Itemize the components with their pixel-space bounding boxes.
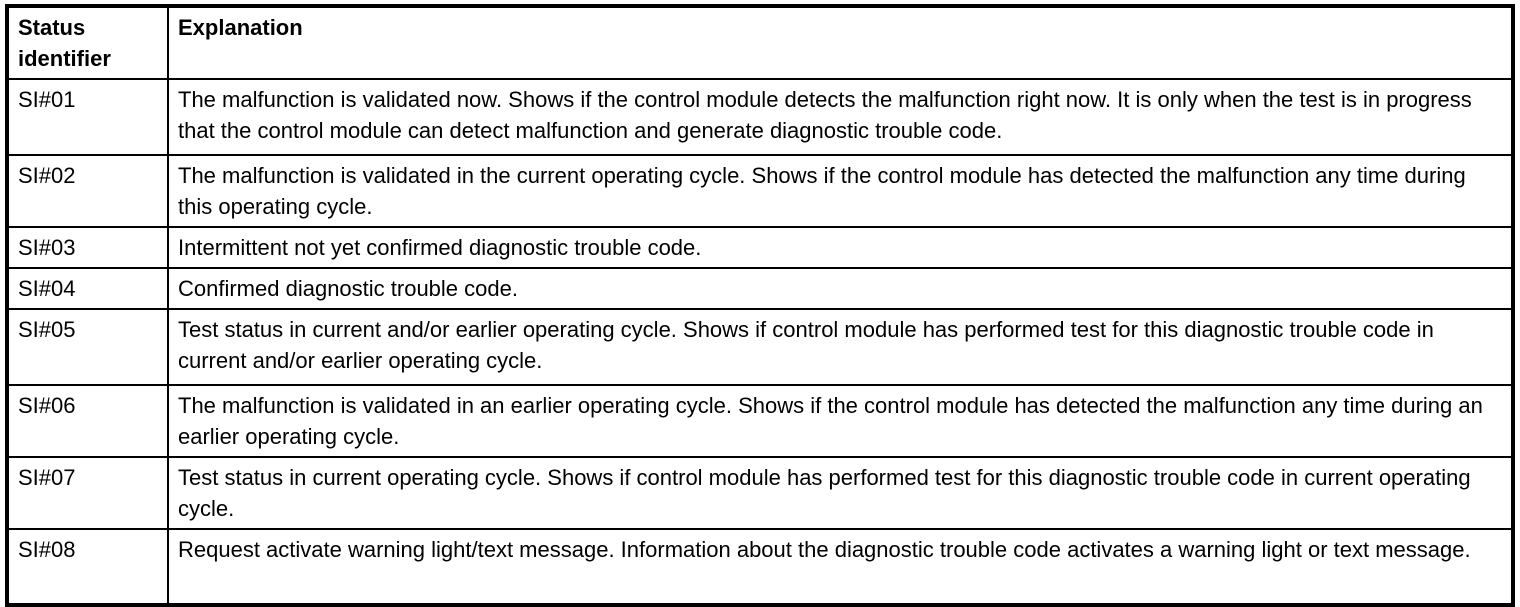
- table-row: SI#01 The malfunction is validated now. …: [6, 78, 1514, 156]
- status-id-cell: SI#08: [6, 528, 169, 606]
- status-id-cell: SI#05: [6, 308, 169, 386]
- explanation-cell: Confirmed diagnostic trouble code.: [167, 267, 1514, 310]
- column-header-status-identifier: Status identifier: [6, 5, 169, 80]
- status-id-cell: SI#01: [6, 78, 169, 156]
- table-row: SI#02 The malfunction is validated in th…: [6, 154, 1514, 228]
- status-id-cell: SI#02: [6, 154, 169, 228]
- status-id-cell: SI#07: [6, 456, 169, 530]
- table-row: SI#07 Test status in current operating c…: [6, 456, 1514, 530]
- table-header-row: Status identifier Explanation: [6, 5, 1514, 80]
- column-header-explanation: Explanation: [167, 5, 1514, 80]
- explanation-cell: The malfunction is validated in an earli…: [167, 384, 1514, 458]
- table-row: SI#05 Test status in current and/or earl…: [6, 308, 1514, 386]
- table-row: SI#06 The malfunction is validated in an…: [6, 384, 1514, 458]
- explanation-cell: Request activate warning light/text mess…: [167, 528, 1514, 606]
- status-id-cell: SI#06: [6, 384, 169, 458]
- status-id-cell: SI#03: [6, 226, 169, 269]
- explanation-cell: Intermittent not yet confirmed diagnosti…: [167, 226, 1514, 269]
- status-id-cell: SI#04: [6, 267, 169, 310]
- status-identifier-table: Status identifier Explanation SI#01 The …: [5, 4, 1515, 607]
- table-row: SI#03 Intermittent not yet confirmed dia…: [6, 226, 1514, 269]
- table-row: SI#08 Request activate warning light/tex…: [6, 528, 1514, 606]
- explanation-cell: Test status in current operating cycle. …: [167, 456, 1514, 530]
- table-row: SI#04 Confirmed diagnostic trouble code.: [6, 267, 1514, 310]
- explanation-cell: The malfunction is validated in the curr…: [167, 154, 1514, 228]
- explanation-cell: The malfunction is validated now. Shows …: [167, 78, 1514, 156]
- explanation-cell: Test status in current and/or earlier op…: [167, 308, 1514, 386]
